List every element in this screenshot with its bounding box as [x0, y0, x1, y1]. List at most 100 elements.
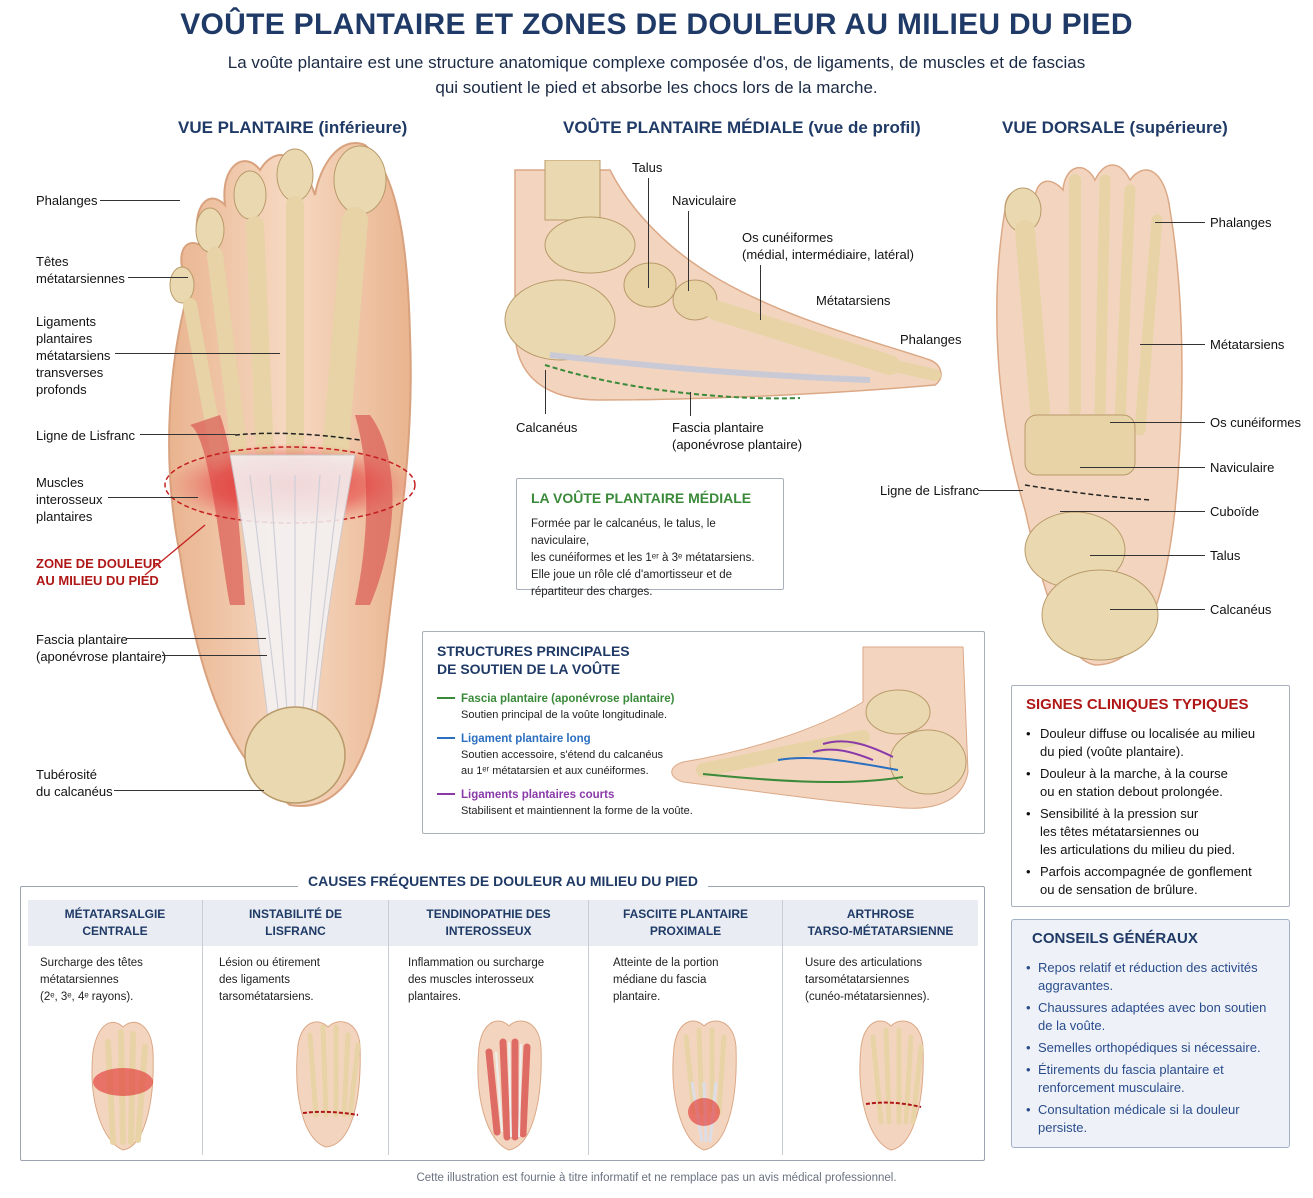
advice-item: Chaussures adaptées avec bon soutien de … [1026, 999, 1275, 1035]
clinical-sign-item: Parfois accompagnée de gonflement ou de … [1026, 863, 1275, 899]
clinical-sign-4-line-1: Parfois accompagnée de gonflement [1040, 864, 1252, 879]
advice-1-line-2: aggravantes. [1038, 978, 1114, 993]
clinical-sign-3-line-1: Sensibilité à la pression sur [1040, 806, 1199, 821]
clinical-signs-list: Douleur diffuse ou localisée au milieu d… [1026, 725, 1275, 899]
label-plantar-fascia-1: Fascia plantaire [36, 632, 128, 647]
label-tuberosite-2: du calcanéus [36, 784, 113, 799]
advice-box: CONSEILS GÉNÉRAUX Repos relatif et réduc… [1011, 919, 1290, 1148]
subtitle-line-1: La voûte plantaire est une structure ana… [227, 53, 1086, 72]
label-plantar-tetes-2: métatarsiennes [36, 271, 125, 286]
cause-2-text-2: des ligaments [219, 974, 290, 986]
label-plantar-lisfranc: Ligne de Lisfranc [36, 428, 136, 443]
dorsal-view-title-paren: (supérieure) [1129, 118, 1228, 137]
legend-desc-long-ligament-2: au 1ᵉʳ métatarsien et aux cunéiformes. [461, 765, 649, 777]
advice-1-line-1: Repos relatif et réduction des activités [1038, 960, 1258, 975]
medial-calcaneus [504, 279, 616, 361]
structures-title: STRUCTURES PRINCIPALES DE SOUTIEN DE LA … [437, 642, 630, 678]
label-dorsal-naviculaire: Naviculaire [1210, 460, 1275, 475]
cause-2-text-3: tarsométatarsiens. [219, 991, 314, 1003]
medial-view-title-paren: (vue de profil) [808, 118, 921, 137]
cause-description: Surcharge des têtes métatarsiennes (2ᵉ, … [28, 955, 202, 1006]
toe-5 [169, 266, 195, 304]
dorsal-metatarsal-3 [1094, 174, 1111, 421]
cause-3-text-3: plantaires. [408, 991, 462, 1003]
clinical-sign-2-line-2: ou en station debout prolongée. [1040, 784, 1223, 799]
structures-calcaneus [889, 729, 967, 795]
label-dorsal-cuneiformes: Os cunéiformes [1210, 415, 1302, 430]
leader-plantar-lisfranc [140, 434, 235, 435]
leader-dorsal-talus [1090, 555, 1205, 556]
label-plantar-lig-1: Ligaments [36, 314, 96, 329]
label-tuberosite-1: Tubérosité [36, 767, 97, 782]
cause-4-heading-2: PROXIMALE [649, 924, 722, 938]
structures-title-1: STRUCTURES PRINCIPALES [437, 643, 630, 659]
cause-3-text-1: Inflammation ou surcharge [408, 957, 545, 969]
leader-dorsal-cuneiformes [1110, 422, 1205, 423]
cause-description: Inflammation ou surcharge des muscles in… [389, 955, 588, 1006]
leader-medial-talus [648, 178, 649, 288]
dorsal-metatarsal-1 [1015, 220, 1050, 420]
advice-4-line-2: renforcement musculaire. [1038, 1080, 1185, 1095]
legend-item-short-ligaments: Ligaments plantaires courts Stabilisent … [437, 785, 707, 819]
cause-1-foot-illustration [91, 1021, 154, 1151]
advice-title: CONSEILS GÉNÉRAUX [1032, 930, 1198, 947]
cause-1-heading-2: CENTRALE [82, 924, 148, 938]
label-plantar-tuberosite: Tubérosité du calcanéus [36, 766, 113, 800]
medial-info-box: LA VOÛTE PLANTAIRE MÉDIALE Formée par le… [516, 478, 784, 598]
cause-2-text-1: Lésion ou étirement [219, 957, 321, 969]
medial-info-title: LA VOÛTE PLANTAIRE MÉDIALE [531, 490, 752, 506]
medial-info-line-4: répartiteur des charges. [531, 586, 653, 598]
label-plantar-ligaments: Ligaments plantaires métatarsiens transv… [36, 313, 110, 398]
toe-2 [276, 148, 314, 202]
structures-box: STRUCTURES PRINCIPALES DE SOUTIEN DE LA … [422, 631, 985, 834]
label-plantar-tetes: Têtes métatarsiennes [36, 253, 125, 287]
subtitle-line-2: qui soutient le pied et absorbe les choc… [435, 78, 878, 97]
leader-dorsal-lisfranc [978, 490, 1023, 491]
cause-4-text-2: médiane du fascia [613, 974, 707, 986]
structures-long-ligament [777, 756, 899, 771]
cause-5-text-2: tarsométatarsiennes [805, 974, 910, 986]
advice-2-line-2: de la voûte. [1038, 1018, 1106, 1033]
label-medial-fascia-2: (aponévrose plantaire) [672, 437, 803, 452]
cause-1-text-3: (2ᵉ, 3ᵉ, 4ᵉ rayons). [40, 991, 134, 1003]
cause-1-text-1: Surcharge des têtes [40, 957, 143, 969]
legend-name-long-ligament: Ligament plantaire long [461, 733, 591, 745]
clinical-sign-1-line-2: du pied (voûte plantaire). [1040, 744, 1184, 759]
label-dorsal-cuboide: Cuboïde [1210, 504, 1260, 519]
leader-medial-calcaneus [545, 370, 546, 414]
medial-info-line-1: Formée par le calcanéus, le talus, le na… [531, 518, 716, 547]
leader-medial-naviculaire [688, 211, 689, 291]
toe-3 [233, 170, 267, 220]
toe-4 [195, 207, 225, 253]
cause-2-heading-2: LISFRANC [265, 924, 326, 938]
label-medial-fascia-1: Fascia plantaire [672, 420, 764, 435]
medial-metatarsal [705, 300, 900, 375]
medial-view-title: VOÛTE PLANTAIRE MÉDIALE (vue de profil) [563, 118, 921, 138]
label-plantar-muscles-2: interosseux [36, 492, 103, 507]
dorsal-calcaneus [1041, 569, 1159, 661]
cause-5-text-1: Usure des articulations [805, 957, 922, 969]
medial-fascia-line [544, 364, 801, 400]
metatarsal-1 [322, 207, 368, 468]
causes-title: CAUSES FRÉQUENTES DE DOULEUR AU MILIEU D… [298, 873, 708, 889]
structures-fascia [702, 773, 904, 783]
advice-5-line-2: persiste. [1038, 1120, 1088, 1135]
fascia-fibers [249, 474, 341, 726]
legend-desc-short-ligaments: Stabilisent et maintiennent la forme de … [461, 805, 693, 817]
advice-list: Repos relatif et réduction des activités… [1026, 959, 1275, 1137]
label-plantar-muscles-3: plantaires [36, 509, 93, 524]
label-dorsal-lisfranc: Ligne de Lisfranc [880, 483, 980, 498]
cause-5-text-3: (cunéo-métatarsiennes). [805, 991, 930, 1003]
cause-3-heading-1: TENDINOPATHIE DES [426, 907, 551, 921]
label-medial-cuneiformes: Os cunéiformes (médial, intermédiaire, l… [742, 229, 914, 263]
clinical-sign-item: Douleur diffuse ou localisée au milieu d… [1026, 725, 1275, 761]
tibia [544, 160, 601, 221]
advice-item: Consultation médicale si la douleur pers… [1026, 1101, 1275, 1137]
label-medial-calcaneus: Calcanéus [516, 420, 578, 435]
label-medial-fascia: Fascia plantaire (aponévrose plantaire) [672, 419, 802, 453]
